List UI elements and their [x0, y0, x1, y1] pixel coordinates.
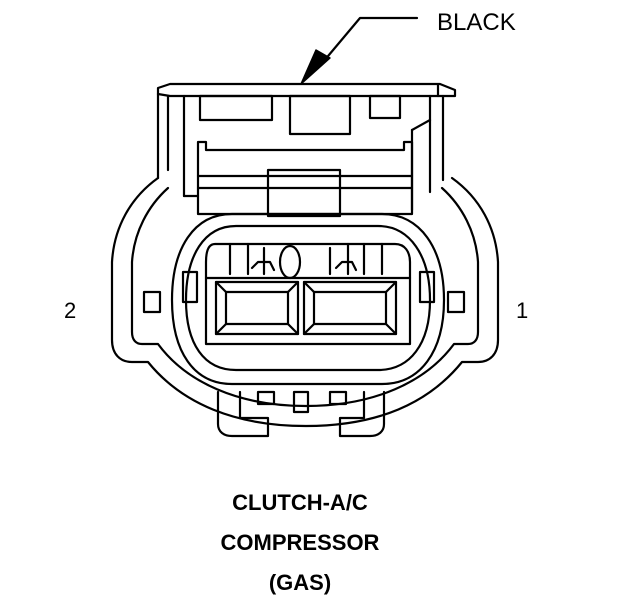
pin-number-2: 2 — [64, 298, 77, 323]
bottom-tabs — [216, 390, 386, 438]
connector-housing — [110, 176, 500, 428]
connector-caption: CLUTCH-A/C COMPRESSOR (GAS) — [150, 483, 450, 603]
wire-color-callout: BLACK — [437, 9, 516, 36]
terminal-1 — [302, 280, 398, 336]
pin-number-1: 1 — [516, 298, 529, 323]
terminal-2 — [214, 280, 300, 336]
terminal-block — [204, 242, 412, 346]
terminal-cavity — [170, 212, 446, 386]
callout-leader — [300, 16, 419, 85]
caption-line-2: COMPRESSOR — [220, 530, 380, 555]
caption-line-3: (GAS) — [268, 570, 332, 595]
caption-line-1: CLUTCH-A/C — [232, 490, 368, 515]
connector-latch — [156, 82, 457, 218]
